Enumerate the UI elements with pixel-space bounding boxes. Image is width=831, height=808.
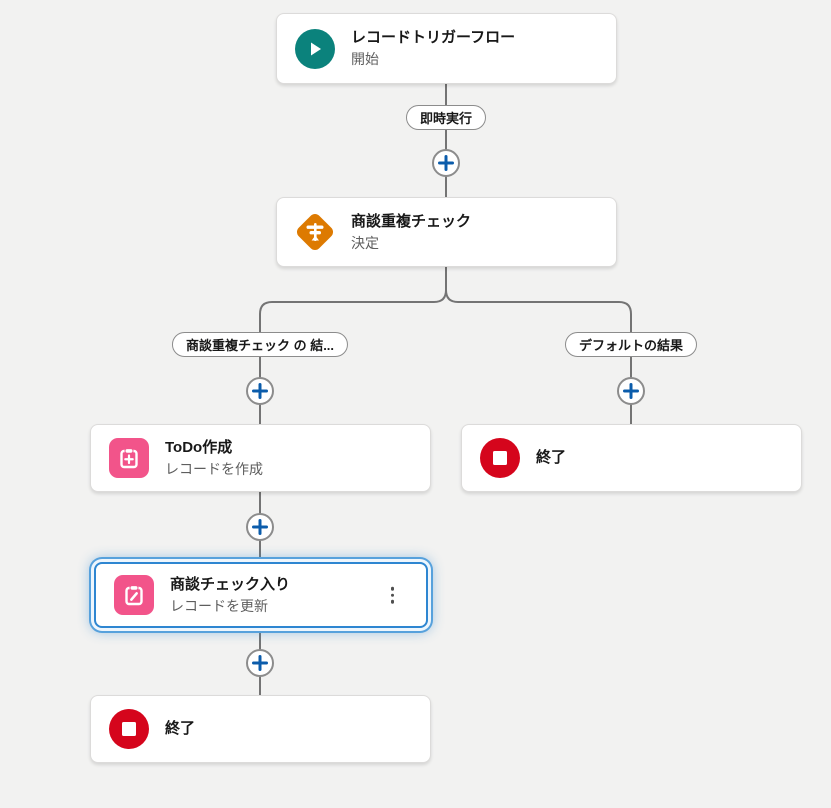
decision-icon-wrap bbox=[294, 211, 336, 253]
start-icon-wrap bbox=[295, 28, 335, 69]
update-record-node-title: 商談チェック入り bbox=[170, 575, 291, 593]
create-record-node[interactable]: ToDo作成 レコードを作成 bbox=[90, 424, 431, 492]
plus-icon bbox=[252, 655, 268, 671]
add-element-button-1[interactable] bbox=[432, 149, 460, 177]
start-node-subtitle: 開始 bbox=[351, 51, 379, 67]
decision-signpost-icon bbox=[306, 223, 324, 241]
end-node-bottom-title: 終了 bbox=[165, 720, 196, 737]
stop-icon bbox=[109, 709, 149, 749]
create-record-icon-wrap bbox=[109, 438, 149, 478]
clipboard-pencil-icon bbox=[114, 575, 154, 615]
node-menu-button[interactable] bbox=[387, 583, 399, 608]
end-right-icon-wrap bbox=[480, 438, 520, 478]
plus-icon bbox=[438, 155, 454, 171]
end-node-right-title: 終了 bbox=[536, 449, 567, 466]
create-record-node-subtitle: レコードを作成 bbox=[165, 460, 263, 477]
update-record-node[interactable]: 商談チェック入り レコードを更新 bbox=[94, 562, 428, 628]
start-node[interactable]: レコードトリガーフロー 開始 bbox=[276, 13, 617, 84]
plus-icon bbox=[252, 519, 268, 535]
immediate-path-label: 即時実行 bbox=[405, 105, 487, 130]
update-record-node-subtitle: レコードを更新 bbox=[170, 597, 268, 614]
create-record-node-title: ToDo作成 bbox=[165, 438, 233, 456]
decision-node[interactable]: 商談重複チェック 決定 bbox=[276, 197, 617, 267]
start-node-title: レコードトリガーフロー bbox=[351, 29, 516, 46]
branch-label-right: デフォルトの結果 bbox=[564, 332, 698, 357]
add-element-button-5[interactable] bbox=[246, 649, 274, 677]
decision-node-subtitle: 決定 bbox=[351, 234, 379, 251]
clipboard-plus-icon bbox=[109, 438, 149, 478]
branch-label-left: 商談重複チェック の 結... bbox=[171, 332, 349, 357]
add-element-button-2[interactable] bbox=[246, 377, 274, 405]
play-icon bbox=[295, 28, 335, 69]
update-record-icon-wrap bbox=[114, 575, 154, 615]
plus-icon bbox=[623, 383, 639, 399]
stop-icon bbox=[480, 438, 520, 478]
add-element-button-4[interactable] bbox=[246, 513, 274, 541]
end-bottom-icon-wrap bbox=[109, 709, 149, 749]
end-node-right[interactable]: 終了 bbox=[461, 424, 802, 492]
plus-icon bbox=[252, 383, 268, 399]
decision-node-title: 商談重複チェック bbox=[351, 212, 472, 230]
end-node-bottom[interactable]: 終了 bbox=[90, 695, 431, 763]
add-element-button-3[interactable] bbox=[617, 377, 645, 405]
